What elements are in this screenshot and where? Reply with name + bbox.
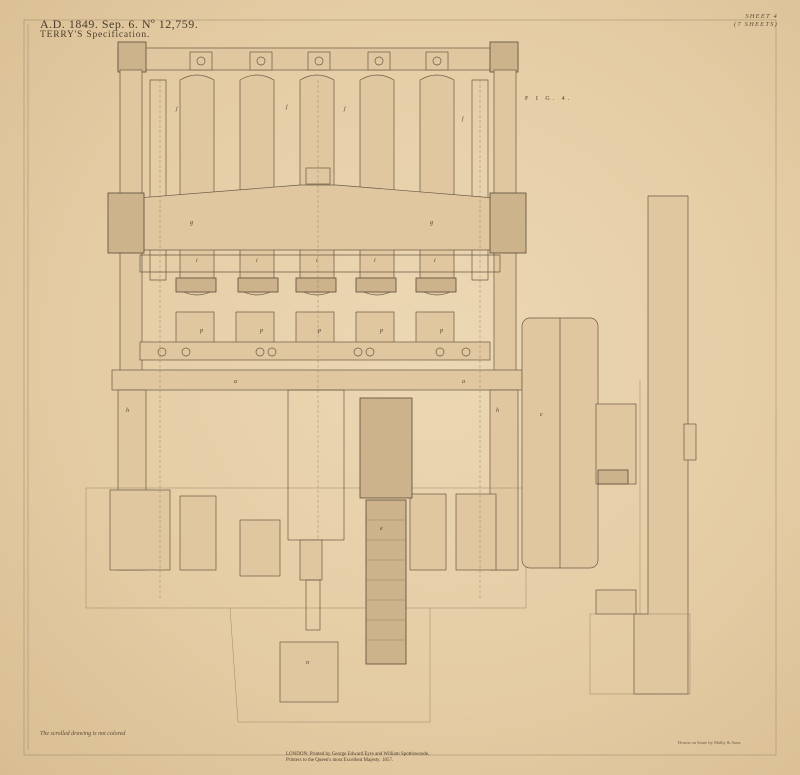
label-g: g	[430, 220, 433, 226]
label-a: a	[234, 379, 237, 385]
label-j: j	[343, 106, 346, 112]
footer-line-1: LONDON: Printed by George Edward Eyre an…	[286, 752, 430, 757]
sheet-label: SHEET 4	[745, 13, 778, 20]
label-e: e	[380, 526, 383, 532]
label-i: i	[374, 258, 376, 264]
patent-number: A.D. 1849. Sep. 6. Nº 12,759.	[40, 17, 199, 31]
flywheel	[589, 195, 697, 695]
bearing-block	[595, 403, 637, 615]
label-p: p	[317, 328, 321, 334]
sheet-count: (7 SHEETS)	[734, 21, 778, 29]
center-rod-weight	[229, 389, 431, 723]
top-crossbar	[117, 41, 519, 73]
label-i: i	[256, 258, 258, 264]
footer-line-2: Printers to the Queen's most Excellent M…	[286, 758, 394, 764]
specification-header: A.D. 1849. Sep. 6. Nº 12,759. TERRY'S Sp…	[40, 18, 198, 41]
label-i: i	[316, 258, 318, 264]
label-j: j	[461, 116, 464, 122]
drawn-by-credit: Drawn on Stone by Malby & Sons.	[678, 740, 742, 745]
part-labels: j j j j g g i i i i i p p p p p a a h h …	[126, 104, 543, 666]
label-a: a	[462, 379, 465, 385]
label-j: j	[175, 106, 178, 112]
lower-frame	[85, 369, 527, 609]
gear-rack	[359, 397, 413, 665]
label-h: h	[126, 408, 129, 414]
label-i: i	[434, 258, 436, 264]
cam-shaft	[139, 341, 491, 361]
label-j: j	[285, 104, 288, 110]
label-h: h	[496, 408, 499, 414]
label-p: p	[379, 328, 383, 334]
label-p: p	[259, 328, 263, 334]
label-p: p	[439, 328, 443, 334]
specification-title: TERRY'S Specification.	[40, 29, 151, 40]
teeth-rows	[175, 277, 457, 293]
label-i: i	[196, 258, 198, 264]
label-c: c	[540, 412, 543, 418]
printer-footer: LONDON: Printed by George Edward Eyre an…	[286, 752, 486, 765]
sheet-number: SHEET 4 (7 SHEETS)	[734, 13, 778, 29]
label-p: p	[199, 328, 203, 334]
figure-label: F I G. 4.	[525, 96, 573, 102]
label-g: g	[190, 220, 193, 226]
cross-beam	[107, 167, 527, 273]
label-n: n	[306, 660, 309, 666]
pulley	[521, 317, 599, 569]
border-frame	[23, 19, 777, 756]
drawing-note: The scrolled drawing is not colored	[40, 731, 126, 737]
